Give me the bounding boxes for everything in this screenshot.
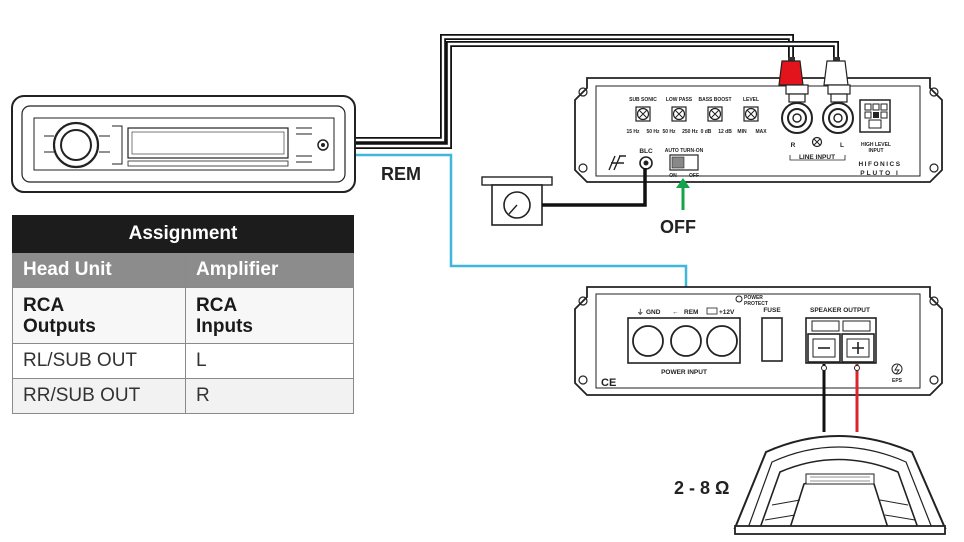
- level-knob: LEVEL MIN MAX: [737, 97, 767, 135]
- svg-text:HIFONICS: HIFONICS: [858, 161, 901, 168]
- svg-text:LINE INPUT: LINE INPUT: [799, 154, 835, 161]
- svg-text:L: L: [840, 142, 844, 149]
- hf-logo-icon: [608, 155, 626, 171]
- sub-sonic-knob: SUB SONIC 15 Hz 50 Hz: [626, 97, 660, 135]
- svg-text:LEVEL: LEVEL: [743, 97, 759, 103]
- ground-icon: ⏚: [637, 308, 644, 316]
- amplifier-top-panel: SUB SONIC 15 Hz 50 Hz LOW PASS 50 Hz 250…: [574, 77, 943, 183]
- ce-mark: CE: [601, 377, 616, 389]
- svg-text:BASS BOOST: BASS BOOST: [698, 97, 731, 103]
- svg-text:15 Hz: 15 Hz: [626, 129, 640, 135]
- svg-text:250 Hz: 250 Hz: [682, 129, 698, 135]
- rca-plug-red: [778, 57, 809, 103]
- svg-text:BLC: BLC: [639, 148, 653, 155]
- bass-boost-knob: BASS BOOST 0 dB 12 dB: [698, 97, 732, 135]
- low-pass-knob: LOW PASS 50 Hz 250 Hz: [662, 97, 698, 135]
- rca-plug-white: [823, 57, 851, 103]
- svg-text:SUB SONIC: SUB SONIC: [629, 97, 657, 103]
- cell-line: RCA: [196, 294, 238, 316]
- bass-level-remote: [481, 176, 553, 226]
- svg-text:LOW PASS: LOW PASS: [666, 97, 693, 103]
- svg-text:R: R: [791, 142, 796, 149]
- rca-cable: [355, 34, 839, 149]
- blc-cable: [542, 168, 647, 207]
- fuse-icon: [761, 317, 783, 362]
- table-cell: RR/SUB OUT: [12, 378, 186, 414]
- high-level-input-connector: [859, 99, 891, 133]
- eps-icon: [891, 363, 903, 375]
- svg-text:AUTO TURN-ON: AUTO TURN-ON: [665, 148, 704, 154]
- svg-text:EPS: EPS: [892, 378, 903, 384]
- svg-text:OFF: OFF: [689, 173, 699, 179]
- table-row: RR/SUB OUT R: [12, 378, 354, 414]
- svg-text:12 dB: 12 dB: [718, 129, 732, 135]
- svg-text:REM: REM: [684, 309, 698, 316]
- head-unit: [11, 95, 356, 193]
- svg-text:50 Hz: 50 Hz: [662, 129, 676, 135]
- svg-text:50 Hz: 50 Hz: [646, 129, 660, 135]
- rca-input-jack-r: [781, 102, 813, 134]
- svg-text:POWER: POWER: [744, 295, 763, 301]
- svg-text:POWER INPUT: POWER INPUT: [661, 369, 707, 376]
- table-cell: R: [185, 378, 354, 414]
- table-cell: RL/SUB OUT: [12, 343, 186, 379]
- table-title: Assignment: [12, 215, 354, 253]
- cell-line: Inputs: [196, 315, 253, 337]
- header-head-unit: Head Unit: [12, 252, 186, 288]
- svg-text:MAX: MAX: [755, 129, 767, 135]
- off-label: OFF: [660, 217, 696, 237]
- table-row: RL/SUB OUT L: [12, 343, 354, 379]
- svg-text:ON: ON: [669, 173, 677, 179]
- rem-label: REM: [381, 164, 421, 184]
- battery-icon: [706, 307, 718, 315]
- rca-input-jack-l: [822, 102, 854, 134]
- cell-line: Outputs: [23, 315, 96, 337]
- svg-text:+12V: +12V: [719, 309, 735, 316]
- cell-line: RCA: [23, 294, 65, 316]
- power-protect-led: [735, 295, 743, 303]
- svg-text:GND: GND: [646, 309, 661, 316]
- impedance-label: 2 - 8 Ω: [674, 478, 729, 498]
- eject-button-icon: [317, 139, 329, 151]
- svg-text:PLUTO I: PLUTO I: [860, 170, 900, 177]
- header-amplifier: Amplifier: [185, 252, 354, 288]
- table-cell: L: [185, 343, 354, 379]
- svg-text:MIN: MIN: [737, 129, 747, 135]
- svg-text:0 dB: 0 dB: [701, 129, 712, 135]
- subwoofer-icon: [733, 435, 947, 535]
- svg-text:FUSE: FUSE: [763, 307, 781, 314]
- svg-text:←: ←: [672, 309, 679, 316]
- svg-text:INPUT: INPUT: [869, 148, 884, 154]
- svg-text:PROTECT: PROTECT: [744, 301, 768, 307]
- amplifier-bottom-panel: ⏚ GND ← REM +12V POWER INPUT POWER PROTE…: [574, 286, 943, 396]
- svg-text:HIGH LEVEL: HIGH LEVEL: [861, 142, 891, 148]
- off-arrow-icon: [676, 178, 690, 210]
- svg-text:SPEAKER OUTPUT: SPEAKER OUTPUT: [810, 307, 870, 314]
